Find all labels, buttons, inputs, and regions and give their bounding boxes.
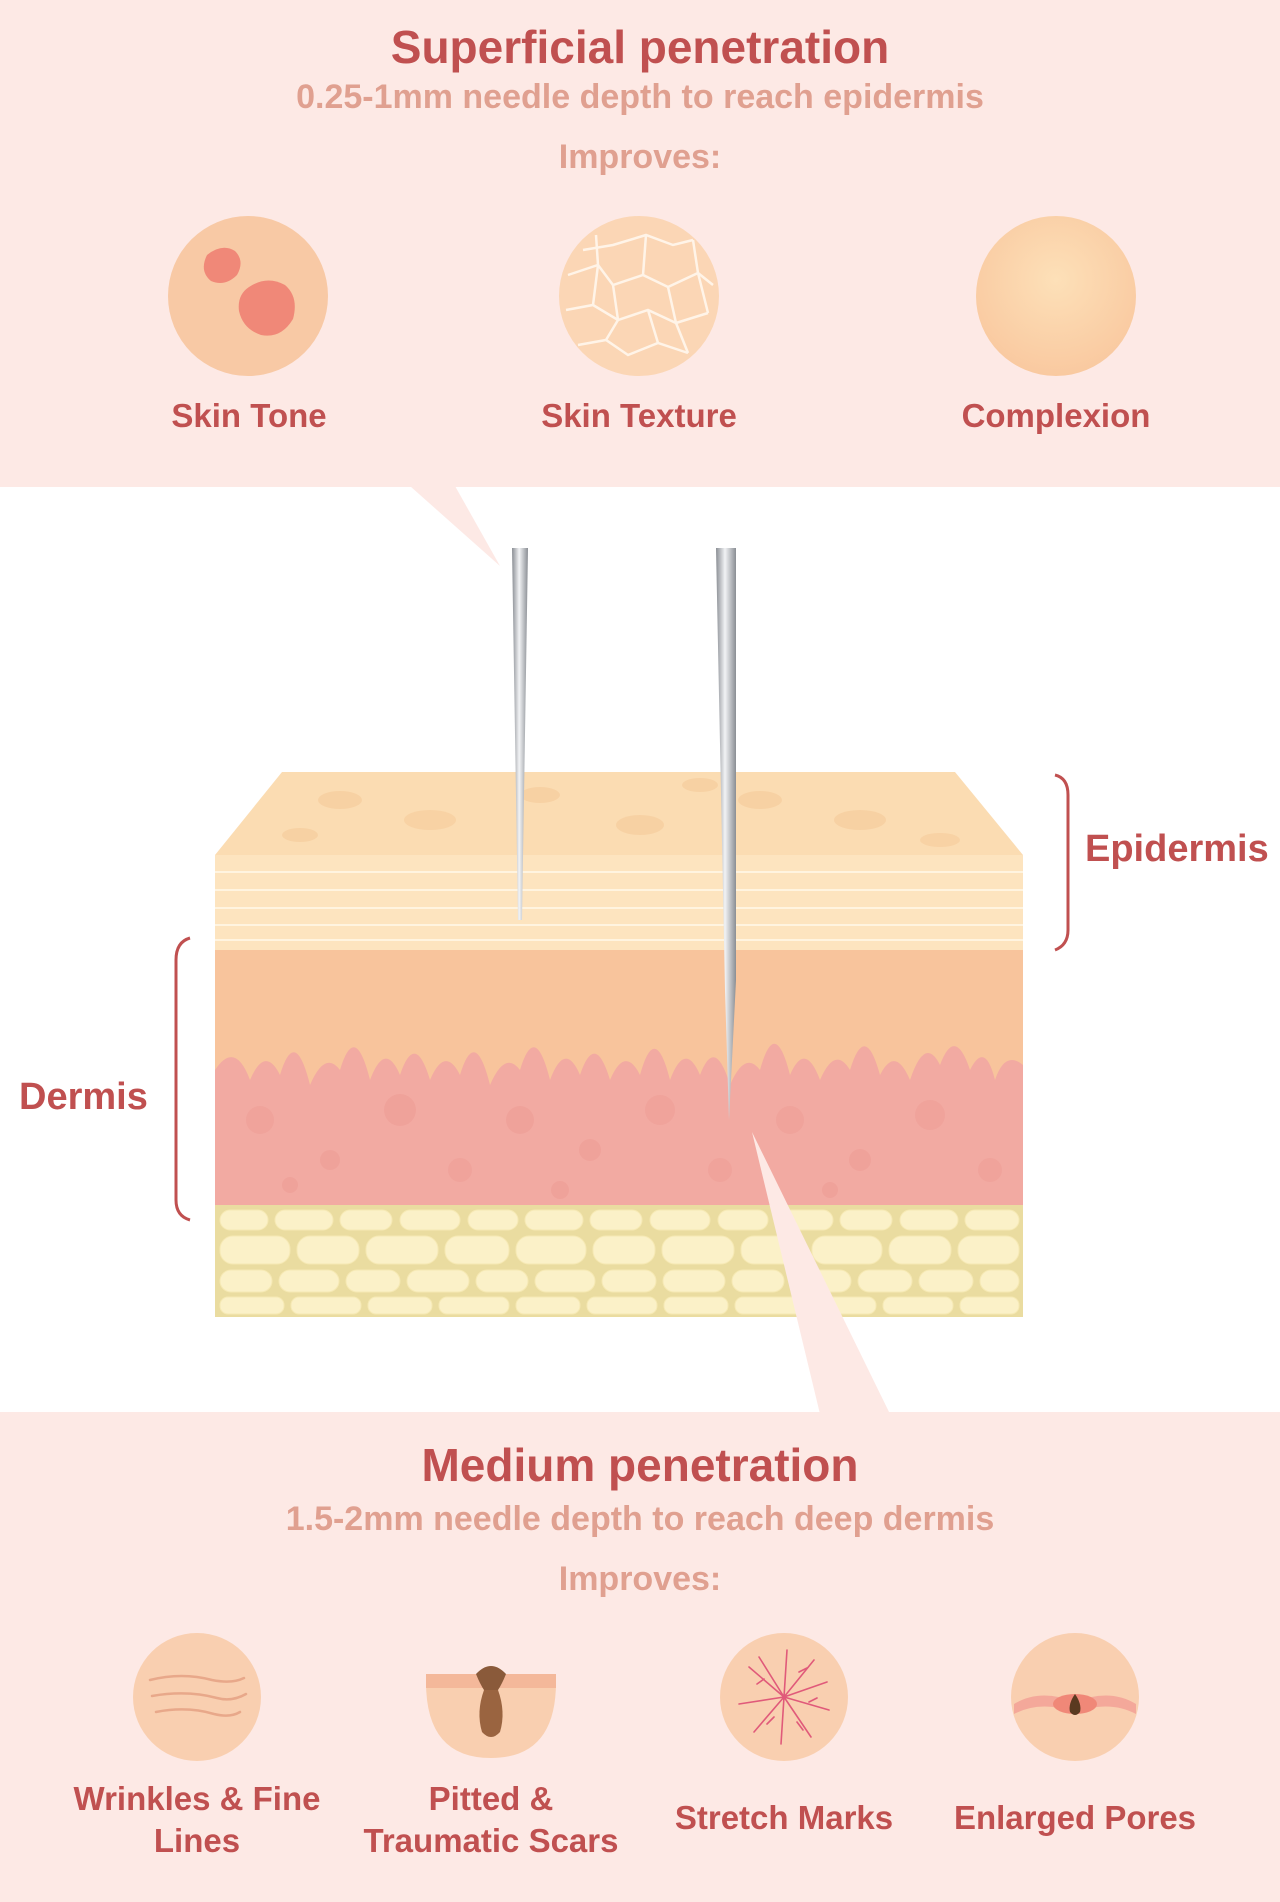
superficial-subtitle: 0.25-1mm needle depth to reach epidermis (296, 78, 984, 116)
superficial-title: Superficial penetration (390, 21, 890, 73)
bottom-panel-pointer (752, 1132, 890, 1414)
top-panel-pointer (410, 486, 500, 566)
enlarged-pores-label-line1: Enlarged Pores (953, 1799, 1197, 1836)
wrinkles-label-line2: Lines (153, 1822, 241, 1859)
fat-layer (215, 1205, 1023, 1317)
medium-title: Medium penetration (421, 1439, 859, 1491)
complexion-icon (975, 215, 1137, 377)
skin-cross-section-diagram (174, 548, 1070, 1317)
skin-tone-icon (167, 215, 329, 377)
skin-texture-icon (558, 215, 720, 377)
medium-subtitle: 1.5-2mm needle depth to reach deep dermi… (285, 1500, 995, 1538)
complexion-label: Complexion (961, 397, 1151, 434)
dermis-bracket (174, 936, 191, 1222)
wrinkles-icon (132, 1632, 262, 1762)
medium-needle (716, 548, 736, 1120)
stretch-marks-label-line1: Stretch Marks (674, 1799, 894, 1836)
superficial-improves-label: Improves: (558, 138, 722, 176)
scars-label-line2: Traumatic Scars (363, 1822, 619, 1859)
stretch-marks-label: Stretch Marks (634, 1797, 934, 1839)
skin-texture-label: Skin Texture (541, 397, 737, 434)
scars-label: Pitted & Traumatic Scars (341, 1778, 641, 1862)
wrinkles-label-line1: Wrinkles & Fine (73, 1780, 321, 1817)
enlarged-pores-icon (1010, 1632, 1140, 1762)
epidermis-bracket (1054, 773, 1070, 952)
epidermis-label: Epidermis (1085, 828, 1269, 870)
superficial-needle (512, 548, 528, 920)
epidermis-layer (215, 772, 1023, 950)
scars-label-line1: Pitted & (428, 1780, 554, 1817)
enlarged-pores-label: Enlarged Pores (925, 1797, 1225, 1839)
dermis-layer (215, 950, 1023, 1205)
scars-icon (426, 1662, 556, 1762)
dermis-label: Dermis (19, 1076, 148, 1118)
stretch-marks-icon (719, 1632, 849, 1762)
wrinkles-label: Wrinkles & Fine Lines (47, 1778, 347, 1862)
medium-improves-label: Improves: (558, 1560, 722, 1598)
skin-tone-label: Skin Tone (171, 397, 327, 434)
